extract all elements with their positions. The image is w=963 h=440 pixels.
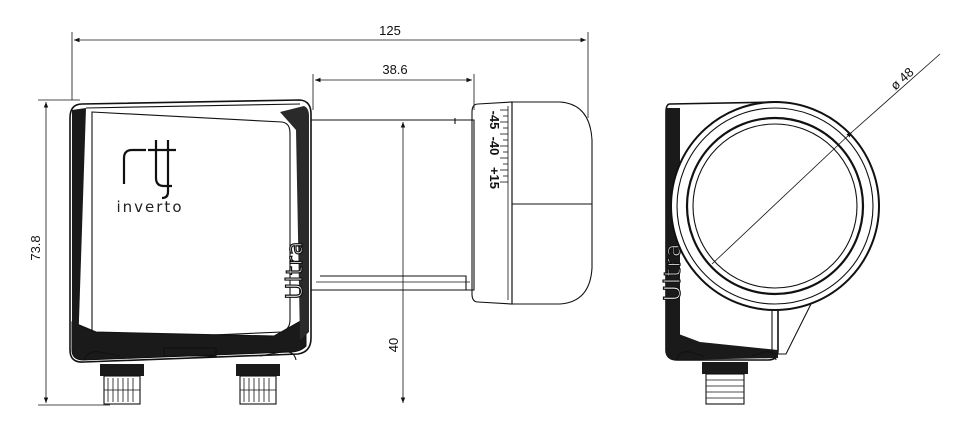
skew-scale-ring: -45 -40 +15 <box>471 101 513 305</box>
feed-window <box>692 123 858 289</box>
dimension-height: 73.8 <box>28 99 110 406</box>
dimension-overall-length: 125 <box>71 23 589 118</box>
skew-label-2: -40 <box>487 137 502 156</box>
feed-inner-ring <box>685 116 865 296</box>
dim-label-overall-length: 125 <box>379 23 401 38</box>
feed-outer-ring <box>670 101 880 311</box>
skew-label-3: +15 <box>487 167 502 189</box>
dimension-horn-length: 38.6 <box>312 62 475 110</box>
inverto-logo-icon: rt <box>122 140 176 200</box>
housing-right-trim <box>280 106 309 340</box>
dim-label-axis-height: 40 <box>386 338 401 352</box>
side-view: rt inverto Ultra <box>69 99 593 405</box>
housing-outline <box>69 99 312 363</box>
housing-left-trim <box>72 108 86 350</box>
dim-label-diameter: ø 48 <box>887 64 916 93</box>
dimension-axis-height: 40 <box>386 122 406 403</box>
housing-bottom-tab <box>163 347 217 357</box>
dim-label-horn-length: 38.6 <box>382 62 407 77</box>
f-connector-right <box>236 364 280 405</box>
front-view: Ultra ø 48 <box>660 53 941 405</box>
model-name-side: Ultra <box>283 241 308 299</box>
f-connector-front <box>702 362 748 405</box>
f-connector-left <box>100 364 144 405</box>
lnb-horn-neck <box>311 118 475 291</box>
feed-cap <box>511 101 593 305</box>
dim-label-height: 73.8 <box>28 235 43 260</box>
skew-label-1: -45 <box>487 111 502 130</box>
feed-outer-ring-inner <box>676 107 874 305</box>
front-lower-trim <box>666 330 778 360</box>
brand-name: inverto <box>116 198 183 216</box>
